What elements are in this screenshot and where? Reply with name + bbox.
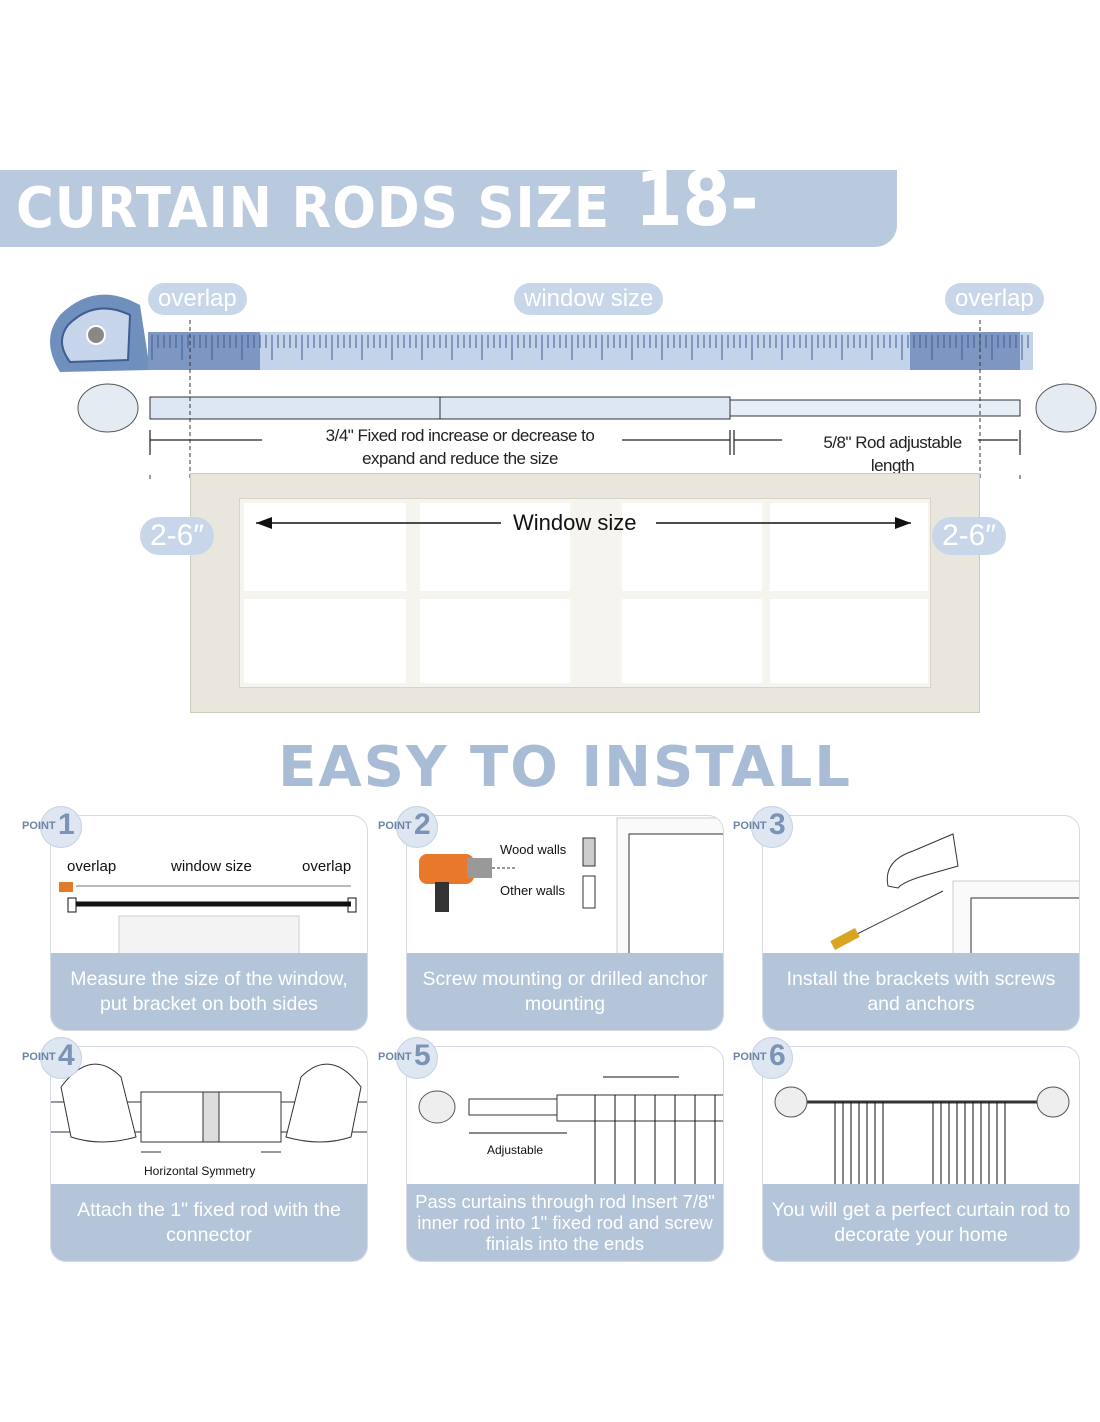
fixed-rod-label: 3/4" Fixed rod increase or decrease to e… [325, 426, 595, 468]
side-gap-left: 2-6″ [140, 517, 214, 555]
window-size-label: window size [514, 283, 664, 315]
overlap-left-label: overlap [148, 283, 247, 315]
step-card-5: Adjustable Pass curtains through rod Ins… [406, 1046, 724, 1262]
banner-title: CURTAIN RODS SIZE [16, 176, 610, 241]
finial-icon [418, 1090, 456, 1124]
label-wood-walls: Wood walls [500, 842, 567, 857]
step-caption: Attach the 1" fixed rod with the connect… [51, 1184, 367, 1261]
section-title: EASY TO INSTALL [278, 735, 852, 800]
step-card-1: overlap window size overlap Measure the … [50, 815, 368, 1031]
side-gap-right: 2-6″ [932, 517, 1006, 555]
step-card-4: Horizontal Symmetry Attach the 1" fixed … [50, 1046, 368, 1262]
drill-icon [419, 854, 517, 912]
finial-left-icon [77, 383, 139, 433]
adjustable-rod-label: 5/8" Rod adjustable length [823, 433, 962, 475]
bracket-icon [886, 833, 959, 889]
step-caption: Install the brackets with screws and anc… [763, 953, 1079, 1030]
banner-size: 18-45” [635, 154, 776, 332]
label-overlap: overlap [67, 858, 117, 875]
step-card-2: Wood walls Other walls Screw mounting or… [406, 815, 724, 1031]
step-caption: Pass curtains through rod Insert 7/8" in… [407, 1184, 723, 1261]
step-card-3: Install the brackets with screws and anc… [762, 815, 1080, 1031]
step-caption: Screw mounting or drilled anchor mountin… [407, 953, 723, 1030]
rod-measure-diagram [50, 294, 1097, 480]
label-overlap: overlap [302, 858, 352, 875]
label-adjustable: Adjustable [487, 1143, 544, 1157]
overlap-right-label: overlap [945, 283, 1044, 315]
window-size-arrow-label: Window size [513, 510, 637, 535]
finial-right-icon [1035, 383, 1097, 433]
step-caption: Measure the size of the window, put brac… [51, 953, 367, 1030]
label-window-size: window size [171, 858, 252, 875]
title-banner: CURTAIN RODS SIZE 18-45” [0, 154, 897, 332]
label-horizontal-symmetry: Horizontal Symmetry [144, 1164, 256, 1178]
screwdriver-icon [830, 928, 860, 950]
window-illustration: Window size [190, 473, 980, 713]
step-card-6: You will get a perfect curtain rod to de… [762, 1046, 1080, 1262]
hands-icon [60, 1063, 362, 1143]
label-other-walls: Other walls [500, 883, 566, 898]
curtain-rod [77, 383, 1097, 433]
step-caption: You will get a perfect curtain rod to de… [763, 1184, 1079, 1261]
